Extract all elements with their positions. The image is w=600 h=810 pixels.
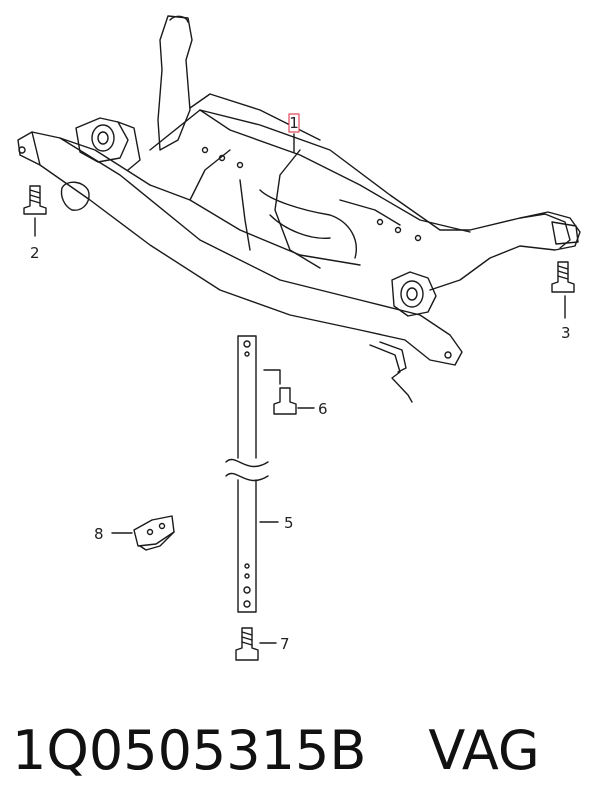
callout-1: 1 [288, 113, 300, 153]
caption: 1Q0505315B VAG [12, 700, 592, 800]
callout-2: 2 [30, 244, 40, 262]
brand-name: VAG [428, 718, 540, 782]
parts-diagram: 1 2 3 5 6 [17, 15, 581, 661]
bolt-7: 7 [235, 627, 290, 661]
callout-6: 6 [318, 400, 328, 418]
callout-5: 5 [284, 514, 294, 532]
brace-strut-5: 5 [225, 335, 294, 613]
bolt-6: 6 [273, 387, 328, 418]
rear-subframe [17, 15, 581, 403]
bolt-3: 3 [551, 261, 575, 342]
part-number: 1Q0505315B [12, 718, 367, 782]
bolt-2: 2 [23, 185, 47, 262]
bracket-8: 8 [94, 515, 175, 551]
callout-1-number: 1 [289, 114, 299, 132]
callout-7: 7 [280, 635, 290, 653]
callout-3: 3 [561, 324, 571, 342]
callout-8: 8 [94, 525, 104, 543]
